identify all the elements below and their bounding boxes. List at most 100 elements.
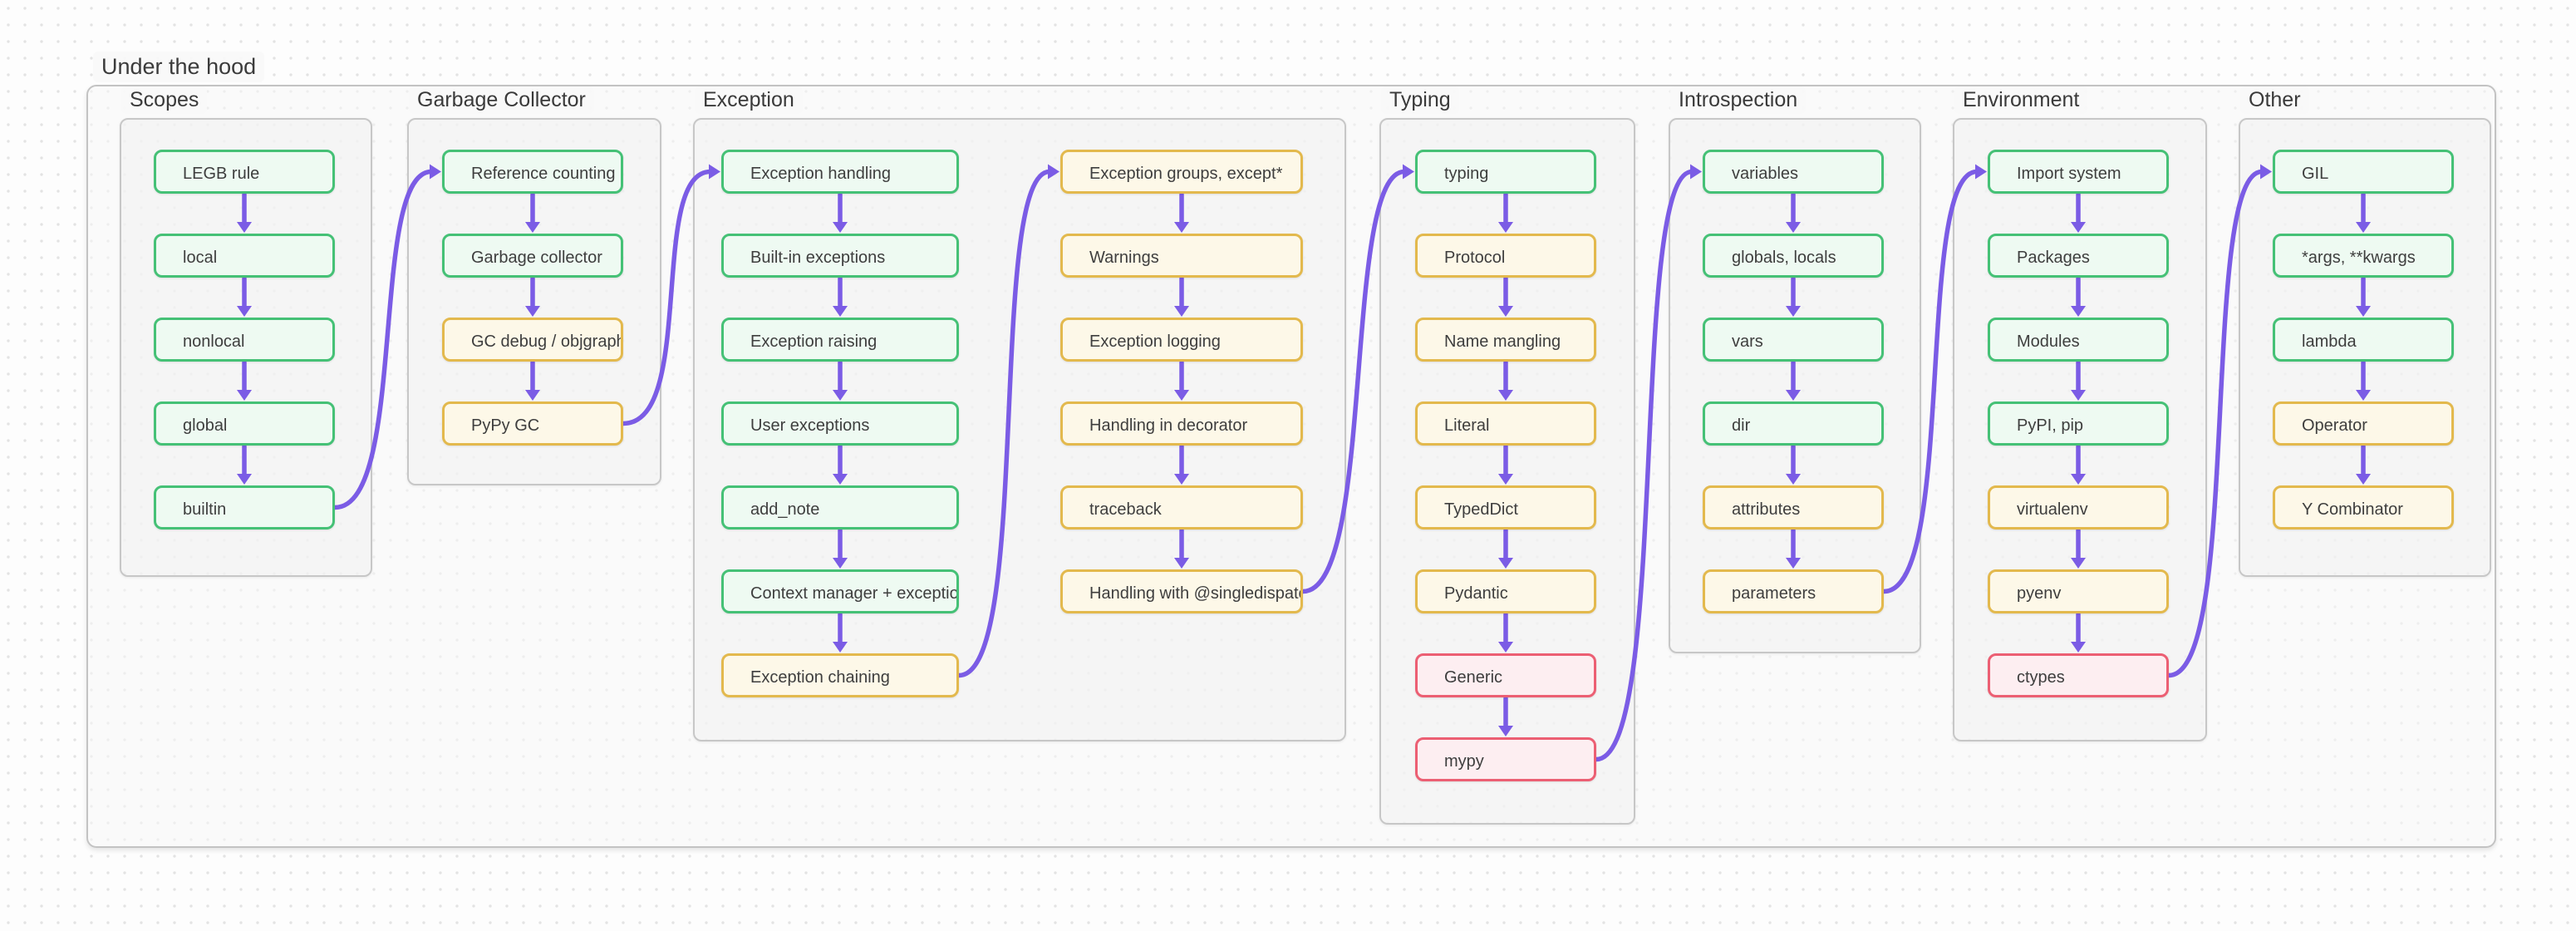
node-handling-with-singledispatch[interactable]: Handling with @singledispatch	[1060, 569, 1303, 613]
group-link-edge	[1881, 164, 1987, 594]
node-attributes[interactable]: attributes	[1703, 485, 1884, 530]
node-exception-handling[interactable]: Exception handling	[721, 150, 959, 194]
node-context-manager-exception[interactable]: Context manager + exception	[721, 569, 959, 613]
node-modules[interactable]: Modules	[1988, 318, 2169, 362]
node-exception-logging[interactable]: Exception logging	[1060, 318, 1303, 362]
arrowhead-down-icon	[525, 306, 540, 317]
flow-arrow	[237, 192, 252, 233]
arrowhead-down-icon	[2356, 222, 2371, 233]
node-lambda[interactable]: lambda	[2273, 318, 2454, 362]
node-local[interactable]: local	[154, 234, 335, 278]
flow-arrow	[2071, 192, 2086, 233]
group-link-edge	[332, 164, 441, 510]
node-garbage-collector[interactable]: Garbage collector	[442, 234, 623, 278]
node-add-note[interactable]: add_note	[721, 485, 959, 530]
node-operator[interactable]: Operator	[2273, 401, 2454, 446]
arrowhead-down-icon	[833, 642, 848, 653]
node-virtualenv[interactable]: virtualenv	[1988, 485, 2169, 530]
node-legb-rule[interactable]: LEGB rule	[154, 150, 335, 194]
group-link-edge	[1300, 164, 1414, 594]
flow-arrow	[2071, 612, 2086, 653]
flow-arrow	[1786, 444, 1801, 485]
node-builtin[interactable]: builtin	[154, 485, 335, 530]
node-protocol[interactable]: Protocol	[1415, 234, 1596, 278]
group-label-typing: Typing	[1381, 86, 1459, 114]
node-variables[interactable]: variables	[1703, 150, 1884, 194]
node-user-exceptions[interactable]: User exceptions	[721, 401, 959, 446]
node-gil[interactable]: GIL	[2273, 150, 2454, 194]
flow-arrow	[1498, 444, 1513, 485]
arrowhead-down-icon	[833, 474, 848, 485]
arrowhead-down-icon	[237, 390, 252, 401]
arrowhead-down-icon	[833, 306, 848, 317]
node-ctypes[interactable]: ctypes	[1988, 653, 2169, 697]
arrowhead-down-icon	[833, 390, 848, 401]
flow-arrow	[237, 276, 252, 317]
arrowhead-down-icon	[1498, 306, 1513, 317]
flow-arrow	[2071, 528, 2086, 569]
node-global[interactable]: global	[154, 401, 335, 446]
flow-arrow	[833, 276, 848, 317]
node-y-combinator[interactable]: Y Combinator	[2273, 485, 2454, 530]
arrowhead-down-icon	[1786, 390, 1801, 401]
node-mypy[interactable]: mypy	[1415, 737, 1596, 781]
node-reference-counting[interactable]: Reference counting	[442, 150, 623, 194]
arrowhead-down-icon	[1786, 474, 1801, 485]
flow-arrow	[1174, 528, 1189, 569]
group-label-garbage-collector: Garbage Collector	[409, 86, 594, 114]
node-name-mangling[interactable]: Name mangling	[1415, 318, 1596, 362]
flow-arrow	[1174, 444, 1189, 485]
node-gc-debug-objgraph[interactable]: GC debug / objgraph	[442, 318, 623, 362]
arrowhead-right-icon	[1690, 164, 1702, 180]
arrowhead-down-icon	[237, 474, 252, 485]
node-traceback[interactable]: traceback	[1060, 485, 1303, 530]
arrowhead-right-icon	[1975, 164, 1987, 180]
node-args-kwargs[interactable]: *args, **kwargs	[2273, 234, 2454, 278]
node-vars[interactable]: vars	[1703, 318, 1884, 362]
arrowhead-down-icon	[1786, 306, 1801, 317]
node-pyenv[interactable]: pyenv	[1988, 569, 2169, 613]
node-pydantic[interactable]: Pydantic	[1415, 569, 1596, 613]
node-built-in-exceptions[interactable]: Built-in exceptions	[721, 234, 959, 278]
node-pypy-gc[interactable]: PyPy GC	[442, 401, 623, 446]
flow-arrow	[525, 276, 540, 317]
node-typing[interactable]: typing	[1415, 150, 1596, 194]
flow-arrow	[2356, 360, 2371, 401]
node-handling-in-decorator[interactable]: Handling in decorator	[1060, 401, 1303, 446]
node-import-system[interactable]: Import system	[1988, 150, 2169, 194]
flow-arrow	[833, 612, 848, 653]
arrowhead-down-icon	[1498, 726, 1513, 736]
node-exception-chaining[interactable]: Exception chaining	[721, 653, 959, 697]
arrowhead-down-icon	[2071, 558, 2086, 569]
arrowhead-down-icon	[1174, 474, 1189, 485]
arrowhead-down-icon	[2356, 390, 2371, 401]
group-label-environment: Environment	[1954, 86, 2088, 114]
arrowhead-down-icon	[1498, 222, 1513, 233]
arrowhead-down-icon	[2071, 222, 2086, 233]
node-exception-raising[interactable]: Exception raising	[721, 318, 959, 362]
node-exception-groups-except[interactable]: Exception groups, except*	[1060, 150, 1303, 194]
node-literal[interactable]: Literal	[1415, 401, 1596, 446]
arrowhead-down-icon	[2356, 306, 2371, 317]
node-dir[interactable]: dir	[1703, 401, 1884, 446]
arrowhead-down-icon	[1174, 390, 1189, 401]
node-parameters[interactable]: parameters	[1703, 569, 1884, 613]
node-packages[interactable]: Packages	[1988, 234, 2169, 278]
arrowhead-down-icon	[1174, 222, 1189, 233]
node-nonlocal[interactable]: nonlocal	[154, 318, 335, 362]
arrowhead-down-icon	[833, 558, 848, 569]
node-pypi-pip[interactable]: PyPI, pip	[1988, 401, 2169, 446]
group-label-exception: Exception	[695, 86, 803, 114]
node-warnings[interactable]: Warnings	[1060, 234, 1303, 278]
node-globals-locals[interactable]: globals, locals	[1703, 234, 1884, 278]
node-generic[interactable]: Generic	[1415, 653, 1596, 697]
flow-arrow	[1786, 360, 1801, 401]
flow-arrow	[1174, 360, 1189, 401]
flow-arrow	[1498, 696, 1513, 736]
arrowhead-down-icon	[2071, 390, 2086, 401]
arrowhead-down-icon	[2071, 306, 2086, 317]
flow-arrow	[2356, 192, 2371, 233]
flow-arrow	[833, 360, 848, 401]
node-typeddict[interactable]: TypedDict	[1415, 485, 1596, 530]
flow-arrow	[525, 360, 540, 401]
